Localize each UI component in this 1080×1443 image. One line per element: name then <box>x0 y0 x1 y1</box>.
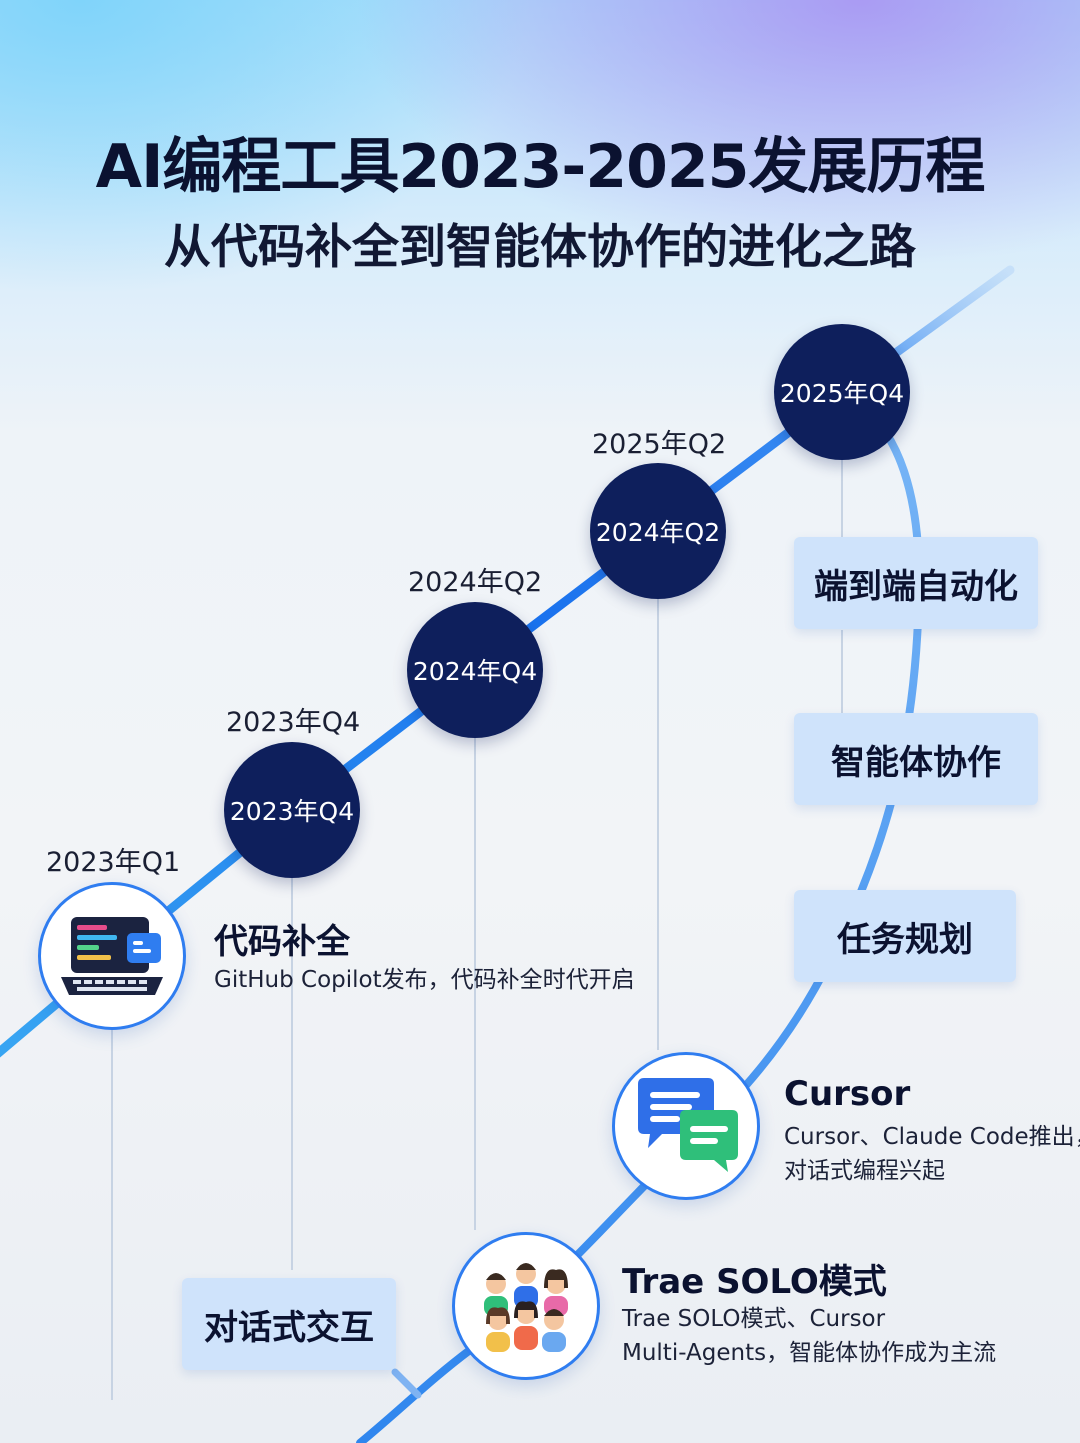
year-label-2025-q2: 2025年Q2 <box>592 429 727 460</box>
stage-box-task-planning[interactable]: 任务规划 <box>794 890 1016 982</box>
year-label-2024-q2: 2024年Q2 <box>408 567 543 598</box>
event-title-cursor: Cursor <box>784 1074 911 1114</box>
milestone-node-2023-q4[interactable]: 2023年Q4 <box>224 742 360 878</box>
event-desc-line: Cursor、Claude Code推出， <box>784 1124 1080 1150</box>
milestone-node-2025-q4[interactable]: 2025年Q4 <box>774 324 910 460</box>
event-title-trae-solo: Trae SOLO模式 <box>622 1262 887 1302</box>
event-title-code-completion: 代码补全 <box>214 922 350 962</box>
stage-box-agent-collab[interactable]: 智能体协作 <box>794 713 1038 805</box>
event-desc-line: GitHub Copilot发布，代码补全时代开启 <box>214 967 635 993</box>
stage-box-dialogue[interactable]: 对话式交互 <box>182 1278 396 1370</box>
event-desc-cursor: Cursor、Claude Code推出， 对话式编程兴起 <box>784 1120 1080 1188</box>
event-desc-trae-solo: Trae SOLO模式、Cursor Multi-Agents，智能体协作成为主… <box>622 1302 996 1370</box>
milestone-node-2024-q4[interactable]: 2024年Q4 <box>407 602 543 738</box>
event-desc-line: Multi-Agents，智能体协作成为主流 <box>622 1340 997 1366</box>
page-title: AI编程工具2023-2025发展历程 <box>95 132 986 202</box>
event-desc-line: 对话式编程兴起 <box>784 1158 945 1184</box>
event-desc-code-completion: GitHub Copilot发布，代码补全时代开启 <box>214 963 635 997</box>
drop-lines <box>111 458 843 1400</box>
page-subtitle: 从代码补全到智能体协作的进化之路 <box>164 220 916 275</box>
year-label-2023-q1: 2023年Q1 <box>46 847 181 878</box>
stage-box-end-to-end[interactable]: 端到端自动化 <box>794 537 1038 629</box>
laptop-code-icon <box>38 882 186 1030</box>
team-people-icon <box>452 1232 600 1380</box>
year-label-2023-q4: 2023年Q4 <box>226 707 361 738</box>
chat-bubbles-icon <box>612 1052 760 1200</box>
dialogue-connector <box>391 1368 422 1399</box>
event-desc-line: Trae SOLO模式、Cursor <box>622 1306 886 1332</box>
milestone-node-2024-q2[interactable]: 2024年Q2 <box>590 463 726 599</box>
